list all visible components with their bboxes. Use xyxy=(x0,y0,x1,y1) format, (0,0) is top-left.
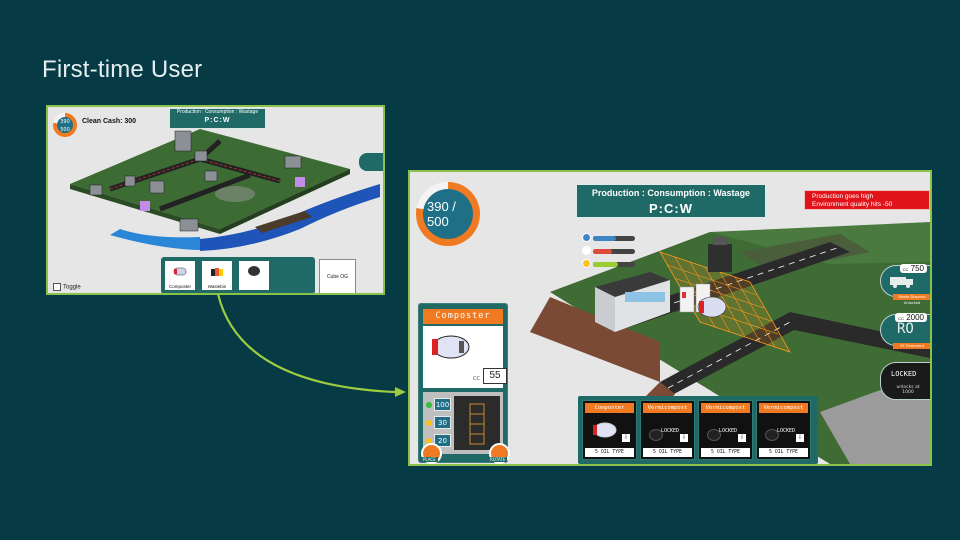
pcw-ratio: P:C:W xyxy=(649,201,693,216)
tray-card-footer: 5 OIL TYPE xyxy=(701,448,750,457)
cc-label: CC xyxy=(473,376,480,382)
gauge-max: 500 xyxy=(427,214,449,229)
tray-card-title: Composter xyxy=(585,403,634,413)
resource-dot xyxy=(426,438,432,444)
resource-dot xyxy=(426,420,432,426)
tray-card-wastebin[interactable]: Wastebin xyxy=(201,260,233,291)
leaf-icon xyxy=(582,259,591,268)
slide-title: First-time User xyxy=(42,56,203,83)
lock-icon xyxy=(765,429,779,441)
composter-icon xyxy=(593,422,617,438)
lock-icon xyxy=(707,429,721,441)
tray-card-vermicompost[interactable]: Vermicompost LOCKED i 5 OIL TYPE xyxy=(756,400,811,460)
transition-arrow xyxy=(216,293,406,397)
tray-card-footer: 5 OIL TYPE xyxy=(643,448,692,457)
pill-cost-value: 750 xyxy=(910,264,924,273)
tray-card-composter[interactable]: Composter i 1 5 OIL TYPE xyxy=(582,400,637,460)
locked-label: LOCKED xyxy=(719,428,738,434)
toggle-label: Toggle xyxy=(63,284,81,291)
large-screenshot: 390 /500 Production : Consumption : Wast… xyxy=(408,170,932,466)
composter-icon xyxy=(173,267,187,276)
pill-cost: CC 2000 xyxy=(895,313,927,322)
toggle-checkbox[interactable]: Toggle xyxy=(53,283,81,291)
info-icon[interactable]: i xyxy=(738,434,746,442)
cc-prefix: CC xyxy=(902,267,909,272)
pill-cost-value: 2000 xyxy=(906,313,924,322)
tray-card-footer: 5 OIL TYPE xyxy=(759,448,808,457)
alert-line-1: Production goes high xyxy=(812,193,874,200)
locked-pill[interactable]: LOCKED unlocks at 1000 xyxy=(880,362,930,400)
pcw-panel: Production : Consumption : Wastage P:C:W xyxy=(576,184,766,218)
building-tray: Composter i 1 5 OIL TYPE Vermicompost LO… xyxy=(578,396,818,464)
droplet-icon xyxy=(582,233,591,242)
unlock-hint: unlocks at 1000 xyxy=(896,385,920,395)
stat-bar-fill xyxy=(593,262,619,267)
tray-card-tank[interactable] xyxy=(238,260,270,291)
resource-value: 30 xyxy=(434,416,451,429)
tray-card-composter[interactable]: Composter xyxy=(164,260,196,291)
lock-icon xyxy=(649,429,663,441)
composter-cross-section-icon xyxy=(469,403,485,445)
clean-gauge: 390 /500 xyxy=(416,182,480,246)
composter-preview: CC 55 xyxy=(423,326,507,388)
stat-bar-fill xyxy=(593,236,617,241)
tray-card-footer: 5 OIL TYPE xyxy=(585,448,634,457)
resource-value: 20 xyxy=(434,434,451,447)
side-drawer-tab[interactable] xyxy=(359,153,383,171)
resource-panel: 100 30 20 xyxy=(423,392,503,454)
composter-icon xyxy=(432,335,470,359)
truck-icon xyxy=(890,277,913,288)
unlock-pill-waste-disposal[interactable]: CC 750 Waste Disposal Unlocked xyxy=(880,264,930,305)
tray-card-vermicompost[interactable]: Vermicompost LOCKED i 5 OIL TYPE xyxy=(698,400,753,460)
pcw-ratio: P:C:W xyxy=(204,117,231,124)
unlock-pill-ro[interactable]: CC 2000 RO 55 Treatment xyxy=(880,313,930,349)
info-icon[interactable]: i xyxy=(796,434,804,442)
pcw-panel: Production : Consumption : Wastage P:C:W xyxy=(169,108,266,129)
resource-preview xyxy=(454,396,500,450)
resource-dot xyxy=(426,402,432,408)
wastebin-icon xyxy=(211,268,223,276)
isometric-city-map xyxy=(70,129,380,251)
pcw-label: Production : Consumption : Wastage xyxy=(176,109,259,115)
pcw-label: Production : Consumption : Wastage xyxy=(591,188,751,198)
pill-cost: CC 750 xyxy=(899,264,927,273)
panel-title: Composter xyxy=(423,309,503,324)
locked-label: LOCKED xyxy=(777,428,796,434)
gauge-value: 390 / xyxy=(427,199,456,214)
rotate-label: ROTATE xyxy=(488,457,508,462)
info-icon[interactable]: i xyxy=(680,434,688,442)
info-icon[interactable]: i xyxy=(622,434,630,442)
gauge-max: 500 xyxy=(60,127,70,133)
checkbox-icon xyxy=(53,283,61,291)
stat-bar-fill xyxy=(593,249,612,254)
alert-banner: Production goes high Environment quality… xyxy=(804,190,930,210)
side-card[interactable]: Cube OG xyxy=(319,259,356,293)
pill-tag: 55 Treatment xyxy=(893,343,930,349)
alert-line-2: Environment quality hits -50 xyxy=(812,201,893,208)
locked-label: LOCKED xyxy=(661,428,680,434)
tray-card-title: Vermicompost xyxy=(701,403,750,413)
stat-bar-track xyxy=(593,249,635,254)
pill-main-label: RO xyxy=(897,321,914,337)
resource-value: 100 xyxy=(434,398,451,411)
place-label: PLACE xyxy=(421,457,438,462)
gauge-value: 390 xyxy=(60,119,70,125)
quantity-value: 55 xyxy=(483,368,507,384)
clean-cash-label: Clean Cash: 300 xyxy=(82,118,137,125)
tank-icon xyxy=(248,266,260,276)
zap-icon xyxy=(582,246,591,255)
tray-card-label: Composter xyxy=(168,284,191,289)
cc-prefix: CC xyxy=(898,316,904,321)
pill-tag: Waste Disposal Unlocked xyxy=(893,294,930,305)
locked-label: LOCKED xyxy=(891,370,917,378)
tray-card-title: Vermicompost xyxy=(759,403,808,413)
tray-card-vermicompost[interactable]: Vermicompost LOCKED i 5 OIL TYPE xyxy=(640,400,695,460)
building-tray: Composter Wastebin xyxy=(161,257,315,293)
composter-panel: Composter CC 55 100 30 20 xyxy=(418,303,510,464)
tray-card-label: Wastebin xyxy=(207,284,227,289)
tray-card-title: Vermicompost xyxy=(643,403,692,413)
